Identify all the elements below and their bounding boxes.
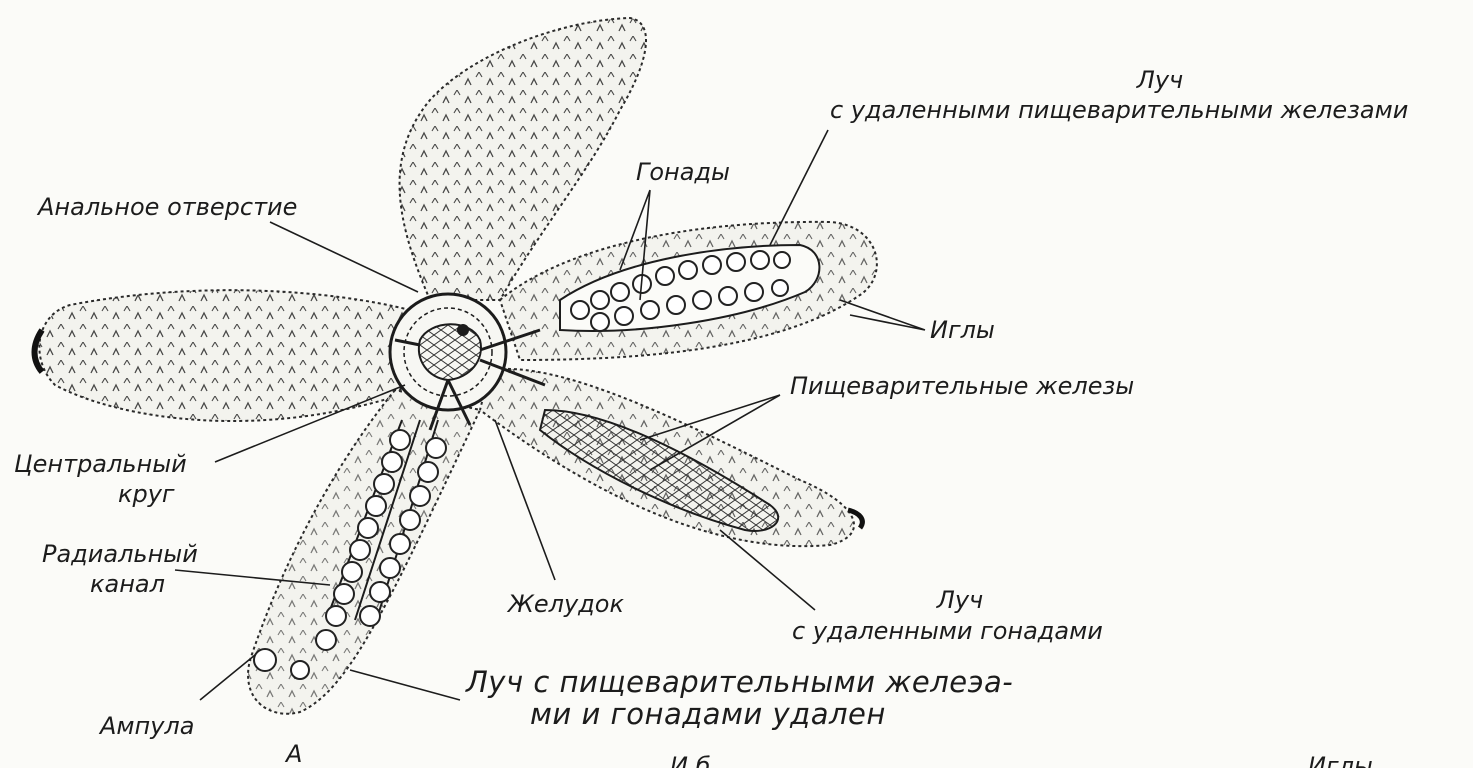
label-gonads: Гонады xyxy=(636,158,730,186)
label-central-ring-line1: Центральный xyxy=(14,450,187,478)
label-ray-removed-glands-line2: с удаленными пищеварительными железами xyxy=(830,96,1408,124)
label-radial-canal-line2: канал xyxy=(90,570,165,598)
cut-spines-label: Иглы xyxy=(1308,752,1373,768)
label-stomach: Желудок xyxy=(508,590,624,618)
label-ray-removed-both-line2: ми и гонадами удален xyxy=(530,700,886,728)
arm-upper-right xyxy=(500,222,877,360)
label-central-ring-line2: круг xyxy=(118,480,175,508)
panel-letter: А xyxy=(286,740,302,768)
label-spines: Иглы xyxy=(930,316,995,344)
label-ray-removed-gonads-line1: Луч xyxy=(920,586,1000,614)
label-radial-canal-line1: Радиальный xyxy=(42,540,198,568)
label-ray-removed-gonads-line2: с удаленными гонадами xyxy=(792,617,1103,645)
label-ray-removed-glands-line1: Луч xyxy=(1120,66,1200,94)
label-ampulla: Ампула xyxy=(100,712,194,740)
arm-left xyxy=(35,290,411,421)
label-anal-opening: Анальное отверстие xyxy=(38,193,297,221)
label-ray-removed-both-line1: Луч с пищеварительными желеэа- xyxy=(466,668,1013,696)
label-digestive-glands: Пищеварительные железы xyxy=(790,372,1134,400)
cut-bottom-text: И б xyxy=(670,752,710,768)
